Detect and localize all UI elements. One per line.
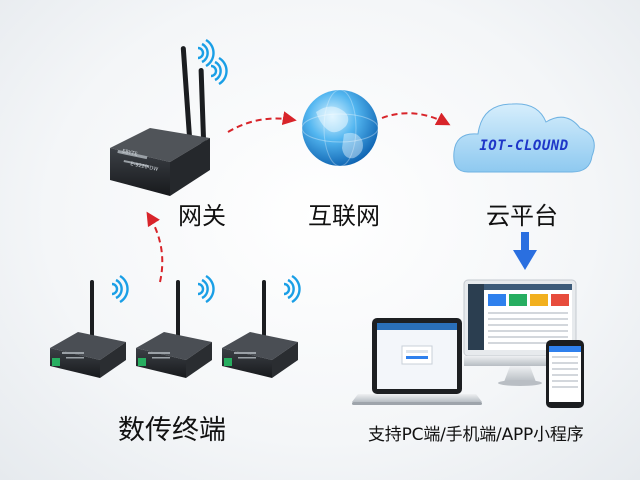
globe-icon <box>301 89 379 167</box>
terminal-device-2 <box>136 280 212 378</box>
wifi-icon <box>209 56 228 86</box>
arrow-terminal-gateway <box>146 211 164 283</box>
wifi-icon <box>282 274 301 304</box>
clients-label: 支持PC端/手机端/APP小程序 <box>368 425 584 445</box>
terminal-device-3 <box>222 280 298 378</box>
cloud-title: IOT-CLOUND <box>479 138 569 154</box>
wifi-icon <box>196 38 215 68</box>
arrow-internet-cloud <box>381 112 451 126</box>
down-arrow-icon <box>513 232 537 270</box>
terminal-device-1 <box>50 280 126 378</box>
gateway-label: 网关 <box>178 202 226 230</box>
cloud-label: 云平台 <box>486 202 558 230</box>
arrow-gateway-internet <box>227 111 297 133</box>
phone <box>546 340 584 408</box>
gateway-device <box>110 46 210 196</box>
wifi-icon <box>196 274 215 304</box>
internet-label: 互联网 <box>308 202 380 230</box>
laptop <box>352 318 482 405</box>
cloud-icon <box>453 103 595 173</box>
terminal-label: 数传终端 <box>118 415 226 446</box>
wifi-icon <box>110 274 129 304</box>
monitor <box>463 279 577 386</box>
